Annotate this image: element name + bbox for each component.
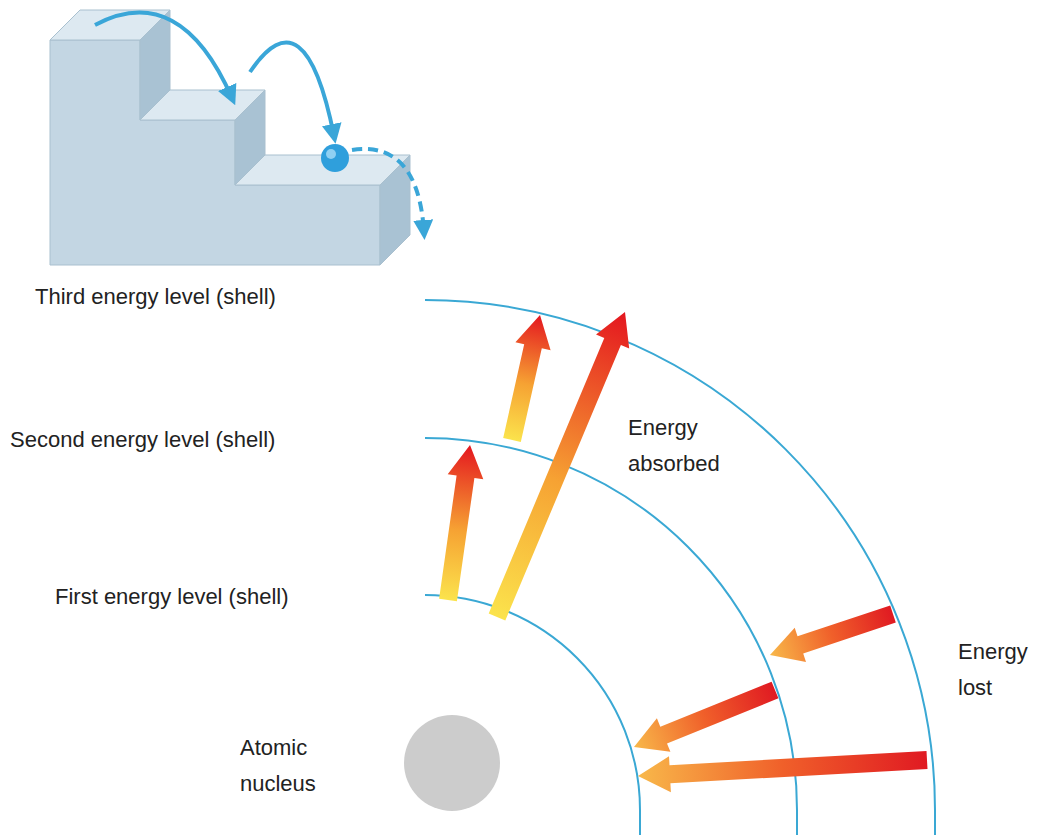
energy-arrow: [638, 751, 928, 792]
energy-arrow: [439, 445, 483, 601]
atomic-nucleus: [404, 715, 500, 811]
diagram-label: Energy lost: [958, 634, 1048, 706]
shell-arcs: [425, 300, 935, 835]
diagram-label: First energy level (shell): [55, 584, 289, 610]
energy-arrows: [439, 312, 927, 792]
energy-arrow: [634, 682, 778, 752]
diagram-label: Atomic nucleus: [240, 730, 350, 802]
staircase: [50, 10, 424, 265]
diagram-label: Energy absorbed: [628, 410, 738, 482]
energy-arrow: [770, 606, 896, 663]
energy-arrow: [489, 312, 630, 621]
diagram-label: Second energy level (shell): [10, 427, 275, 453]
energy-arrow: [503, 315, 550, 442]
diagram-label: Third energy level (shell): [35, 284, 276, 310]
